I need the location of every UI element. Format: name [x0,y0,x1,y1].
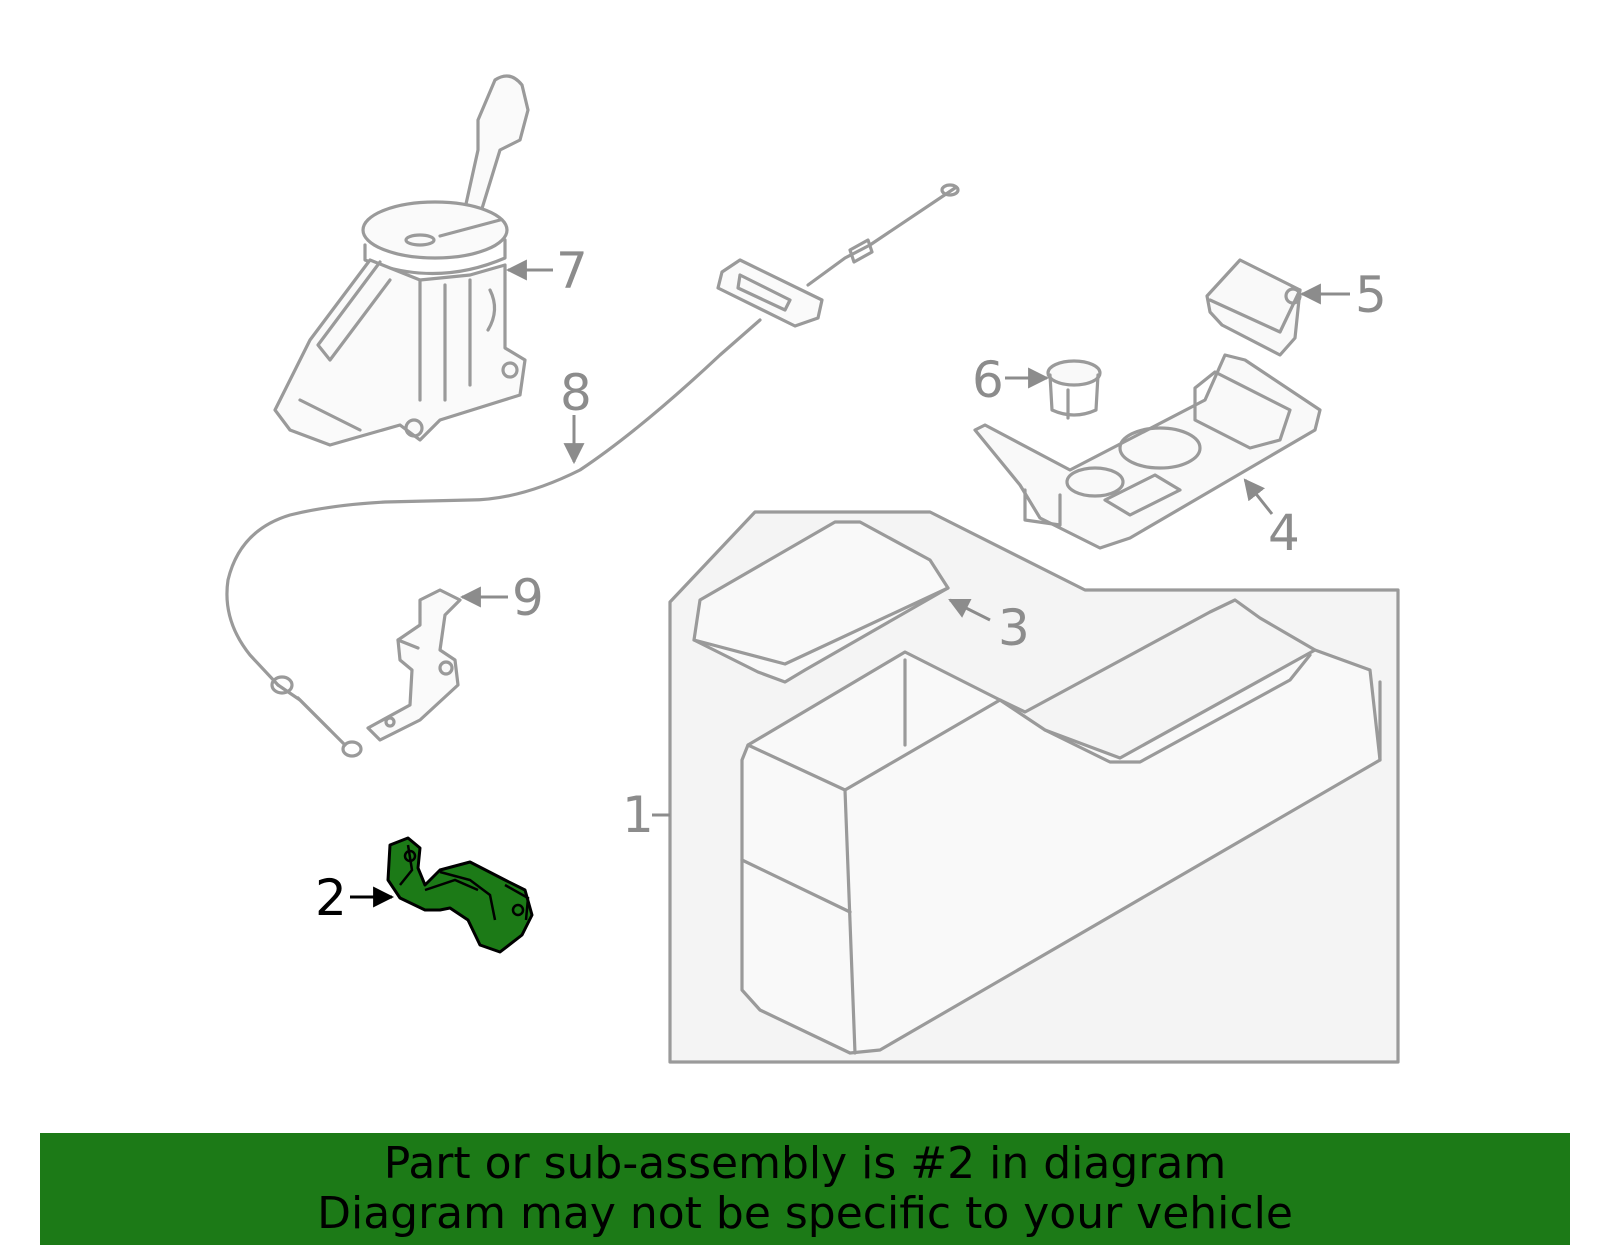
callout-9: 9 [512,569,544,627]
callout-8: 8 [560,364,592,422]
part-1-console[interactable] [668,510,1400,1064]
callout-4: 4 [1268,504,1300,562]
callout-3: 3 [998,599,1030,657]
footer-line-2: Diagram may not be specific to your vehi… [317,1188,1293,1239]
part-7-shifter[interactable] [273,74,530,447]
part-4-tray[interactable] [973,353,1322,550]
part-2-bracket-highlighted[interactable] [386,836,534,954]
leader-3 [948,598,991,622]
leader-4 [1243,478,1274,515]
callout-2: 2 [315,869,347,927]
callout-5: 5 [1355,266,1387,324]
footer-line-1: Part or sub-assembly is #2 in diagram [383,1138,1227,1189]
callout-7: 7 [556,242,588,300]
part-9-bracket[interactable] [366,588,462,742]
part-5-insert[interactable] [1205,258,1302,357]
part-6-cup[interactable] [1046,359,1102,420]
callout-6: 6 [972,351,1004,409]
callout-1: 1 [622,786,654,844]
footer-banner: Part or sub-assembly is #2 in diagram Di… [40,1133,1570,1245]
part-8-cable[interactable] [225,183,960,758]
part-3-lid[interactable] [692,520,950,684]
